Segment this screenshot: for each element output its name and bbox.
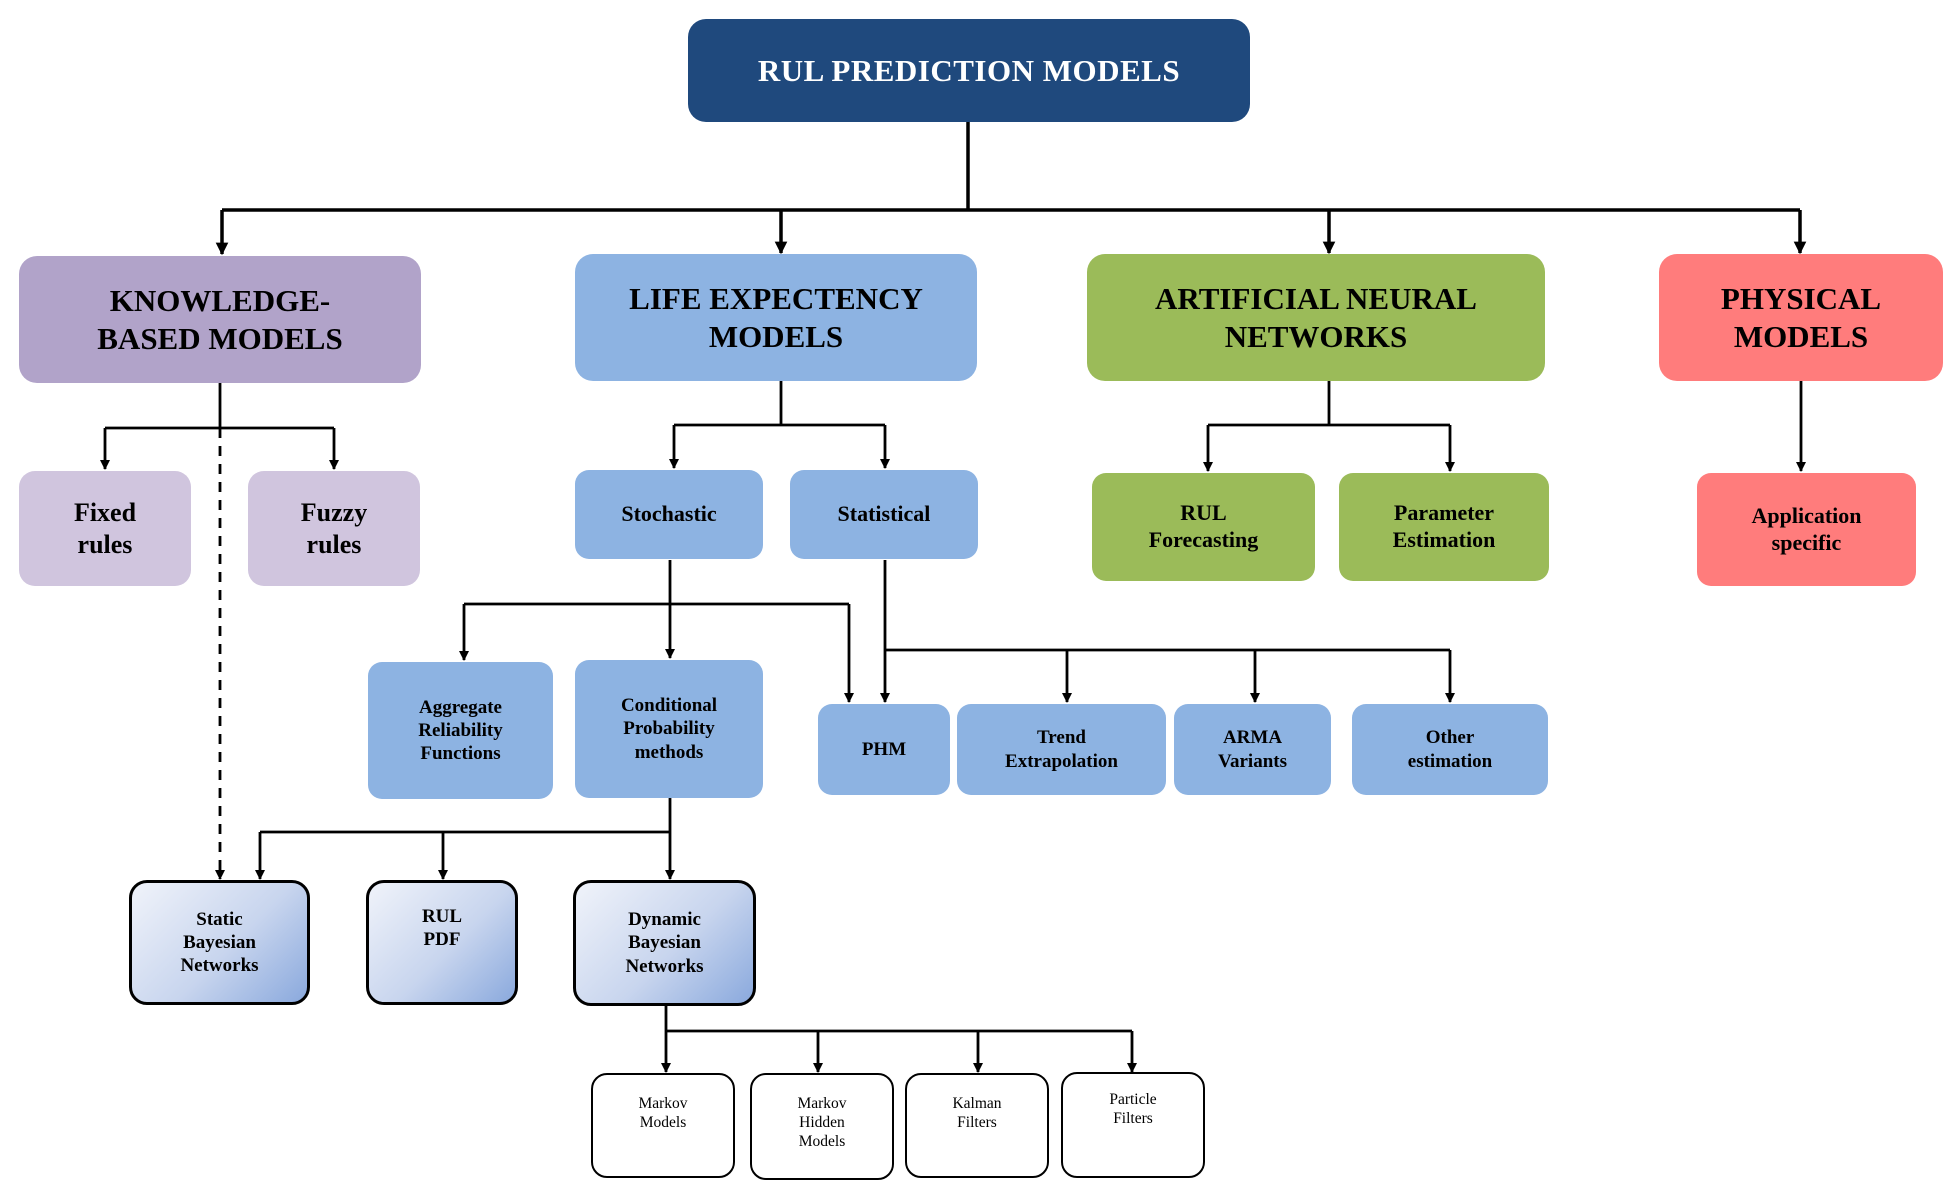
fixed-rules-node: Fixed rules xyxy=(19,471,191,586)
other-estimation-node: Other estimation xyxy=(1352,704,1548,795)
fuzzy-rules-node: Fuzzy rules xyxy=(248,471,420,586)
statistical-node: Statistical xyxy=(790,470,978,559)
trend-extrapolation-node: Trend Extrapolation xyxy=(957,704,1166,795)
artificial-neural-networks-node: ARTIFICIAL NEURAL NETWORKS xyxy=(1087,254,1545,381)
dynamic-bayesian-networks-node: Dynamic Bayesian Networks xyxy=(573,880,756,1006)
knowledge-based-models-node: KNOWLEDGE- BASED MODELS xyxy=(19,256,421,383)
stochastic-node: Stochastic xyxy=(575,470,763,559)
arma-variants-node: ARMA Variants xyxy=(1174,704,1331,795)
application-specific-node: Application specific xyxy=(1697,473,1916,586)
life-expectancy-models-node: LIFE EXPECTENCY MODELS xyxy=(575,254,977,381)
static-bayesian-networks-node: Static Bayesian Networks xyxy=(129,880,310,1005)
rul-pdf-node: RUL PDF xyxy=(366,880,518,1005)
kalman-filters-node: Kalman Filters xyxy=(905,1073,1049,1178)
parameter-estimation-node: Parameter Estimation xyxy=(1339,473,1549,581)
markov-models-node: Markov Models xyxy=(591,1073,735,1178)
rul-forecasting-node: RUL Forecasting xyxy=(1092,473,1315,581)
aggregate-reliability-functions-node: Aggregate Reliability Functions xyxy=(368,662,553,799)
root-node: RUL PREDICTION MODELS xyxy=(688,19,1250,122)
physical-models-node: PHYSICAL MODELS xyxy=(1659,254,1943,381)
particle-filters-node: Particle Filters xyxy=(1061,1072,1205,1178)
phm-node: PHM xyxy=(818,704,950,795)
conditional-probability-methods-node: Conditional Probability methods xyxy=(575,660,763,798)
markov-hidden-models-node: Markov Hidden Models xyxy=(750,1073,894,1180)
